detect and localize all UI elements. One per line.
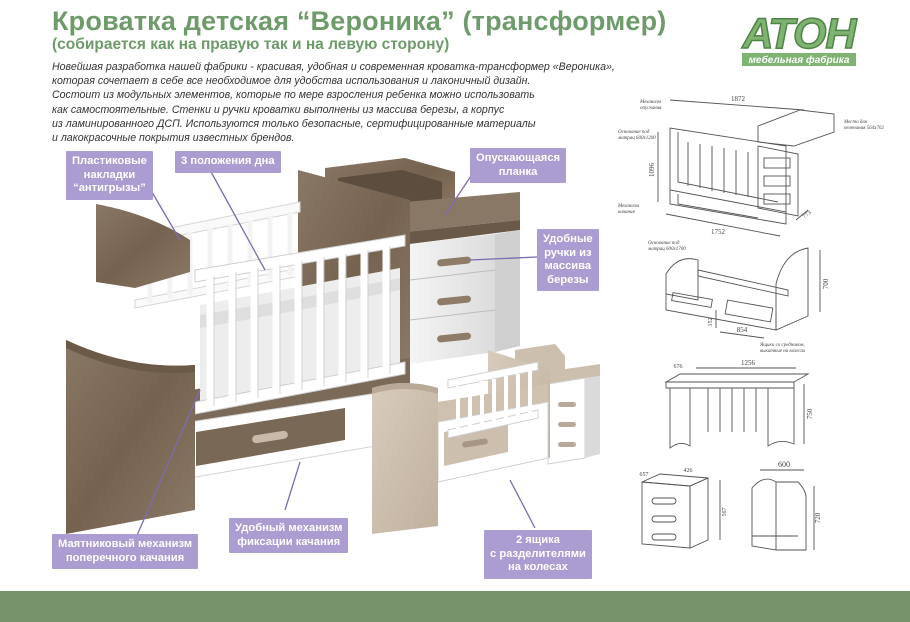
label-base: матрац 600х1200 bbox=[617, 136, 656, 141]
callout-handles: Удобные ручки из массива березы bbox=[537, 229, 599, 291]
dim-drawer-height: 152 bbox=[708, 318, 714, 327]
big-dresser bbox=[405, 192, 520, 364]
dim-chest-width: 426 bbox=[684, 468, 693, 474]
callout-line: накладки bbox=[83, 168, 136, 181]
label-swing: Механизм bbox=[617, 204, 640, 209]
label-changing: пеленания 564х702 bbox=[844, 126, 884, 131]
dim-desk-height: 750 bbox=[806, 408, 814, 419]
callout-line: поперечного качания bbox=[65, 551, 185, 564]
drawer-handle bbox=[252, 430, 288, 444]
callout-line: Удобный механизм bbox=[235, 522, 343, 534]
callout-line: березы bbox=[547, 273, 589, 286]
callout-fixation: Удобный механизм фиксации качания bbox=[229, 518, 349, 553]
dim-side: 773 bbox=[802, 210, 813, 220]
description-line: Новейшая разработка нашей фабрики - крас… bbox=[52, 61, 615, 73]
dim-depth: 1752 bbox=[711, 228, 726, 236]
dresser-handle bbox=[437, 332, 471, 343]
label-swing: качания bbox=[618, 210, 636, 215]
description-line: и лакокрасочные покрытия известных бренд… bbox=[52, 132, 295, 145]
description-line: которая сочетает в себе все необходимое … bbox=[52, 75, 531, 88]
label-lowering: опускания bbox=[640, 106, 662, 111]
logo-tagline-text: мебельная фабрика bbox=[749, 54, 850, 66]
dresser-handle bbox=[437, 295, 471, 306]
drawing-bed: 700 152 854 Основание под матрац 600х170… bbox=[647, 241, 830, 354]
callout-line: 3 положения дна bbox=[181, 155, 275, 167]
drawing-shelf: 600 720 bbox=[751, 460, 822, 551]
label-lowering: Механизм bbox=[639, 100, 662, 105]
aton-logo: АТОН мебельная фабрика bbox=[741, 8, 859, 66]
label-bed-base: матрац 600х1700 bbox=[647, 247, 686, 252]
description-line: Состоит из модульных элементов, которые … bbox=[52, 89, 535, 102]
callout-line: планка bbox=[498, 165, 538, 178]
callout-lowering-rail: Опускающаяся планка bbox=[470, 148, 567, 183]
page-title: Кроватка детская “Вероника” (трансформер… bbox=[52, 6, 667, 36]
callout-plastic-pads: Пластиковые накладки “антигрызы” bbox=[66, 151, 153, 200]
dim-desk-length: 1256 bbox=[741, 359, 756, 367]
page-subtitle: (собирается как на правую так и на левую… bbox=[52, 36, 450, 53]
dresser-handle bbox=[437, 256, 471, 267]
callout-line: с разделителями bbox=[490, 547, 586, 560]
callout-line: ручки из bbox=[544, 246, 592, 259]
crib-illustration bbox=[66, 158, 600, 541]
callout-line: 2 ящика bbox=[515, 534, 560, 546]
description-line: из ламинированного ДСП. Используются тол… bbox=[52, 117, 536, 130]
dim-bed-height: 700 bbox=[822, 278, 830, 289]
callout-line: массива bbox=[544, 260, 592, 272]
big-front-headboard bbox=[66, 340, 195, 534]
dim-height: 1096 bbox=[648, 163, 656, 178]
label-base: Основание под bbox=[618, 130, 650, 135]
drawing-chest: 657 426 567 bbox=[640, 468, 728, 549]
callout-line: фиксации качания bbox=[237, 535, 341, 548]
callout-bottom-positions: 3 положения дна bbox=[175, 151, 281, 173]
technical-drawings: 1872 1752 1096 773 Механизм опускания Ос… bbox=[617, 95, 884, 551]
label-bed-base: Основание под bbox=[648, 241, 680, 246]
callout-line: Удобные bbox=[543, 233, 593, 245]
callout-drawers: 2 ящика с разделителями на колесах bbox=[484, 530, 592, 579]
callout-line: Маятниковый механизм bbox=[58, 538, 193, 550]
big-crib-bed bbox=[134, 201, 406, 415]
callout-pendulum: Маятниковый механизм поперечного качания bbox=[52, 534, 199, 569]
small-crib bbox=[372, 344, 600, 534]
description-line: как самостоятельные. Стенки и ручки кров… bbox=[52, 103, 505, 116]
product-description: Новейшая разработка нашей фабрики - крас… bbox=[52, 60, 615, 145]
big-back-left-headboard bbox=[96, 204, 190, 288]
dim-shelf-height: 720 bbox=[814, 512, 822, 523]
dim-chest-depth: 657 bbox=[640, 472, 649, 478]
callout-line: на колесах bbox=[507, 561, 568, 573]
label-changing: Место для bbox=[843, 120, 868, 125]
label-drawer: Ящики со средником, bbox=[759, 343, 805, 348]
dim-chest-height: 567 bbox=[722, 508, 728, 517]
callout-line: Пластиковые bbox=[72, 155, 147, 167]
callout-line: “антигрызы” bbox=[73, 182, 146, 194]
footer-band bbox=[0, 591, 910, 622]
dim-length: 1872 bbox=[731, 95, 746, 103]
dim-drawer-length: 854 bbox=[737, 326, 748, 334]
dim-desk-depth: 676 bbox=[674, 364, 683, 370]
dim-shelf-width: 600 bbox=[778, 460, 790, 469]
logo-brand-text: АТОН bbox=[742, 10, 858, 58]
drawing-desk: 676 1256 750 bbox=[664, 359, 814, 449]
callout-line: Опускающаяся bbox=[476, 152, 561, 164]
drawing-full-crib: 1872 1752 1096 773 Механизм опускания Ос… bbox=[617, 95, 884, 237]
label-drawer: выкатные на колесах bbox=[760, 349, 806, 354]
